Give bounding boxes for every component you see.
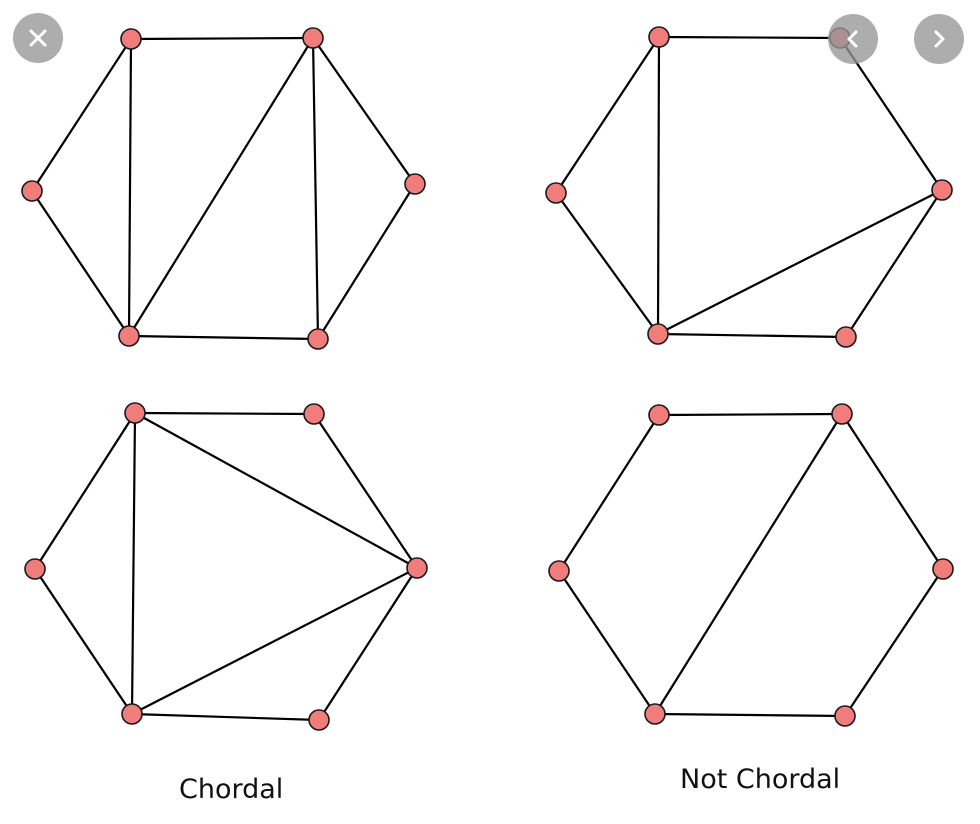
graph-node [548,560,570,582]
graph-edge [128,334,319,341]
graph-edge [34,568,133,715]
graph-node [302,27,324,49]
graph-edge [558,414,660,572]
graph-node [307,328,329,350]
graph-edge [654,413,843,715]
graph-edge [845,189,943,338]
graph-edge [555,36,660,194]
graph-edge [656,36,661,335]
graph-top-left [21,27,426,350]
graph-node [647,323,669,345]
graph-edge [657,332,847,339]
chordal-caption: Chordal [179,774,284,805]
graph-bottom-left [24,402,428,731]
graph-edge [658,35,841,40]
graph-edge [130,36,314,41]
graph-node [545,182,567,204]
graph-edge [658,412,843,417]
graph-node [303,403,325,425]
graph-edge [128,37,314,337]
graph-node [406,557,428,579]
graph-edge [844,568,944,717]
graph-node [21,180,43,202]
graph-edge [657,189,943,335]
close-icon [29,29,47,47]
graph-edge [317,183,416,340]
graph-edge [654,712,846,718]
graph-node [121,703,143,725]
chevron-left-icon [847,30,858,48]
graph-bottom-right [548,403,954,727]
graph-node [644,703,666,725]
graph-edge [311,37,320,340]
graph-top-right [545,26,953,348]
chevron-right-icon [934,30,945,48]
graph-edge [131,567,418,715]
graph-edge [31,38,132,192]
graph-edge [31,190,130,337]
next-button[interactable] [914,14,964,64]
graph-edge [131,712,320,722]
graph-node [835,326,857,348]
graph-edge [34,412,136,570]
graph-edge [134,412,418,569]
graph-edge [312,37,416,185]
graph-edge [841,413,944,570]
graph-edge [134,411,315,416]
graph-edge [313,413,418,569]
graph-edge [130,412,137,715]
graph-node [834,705,856,727]
not-chordal-caption: Not Chordal [680,764,841,795]
close-button[interactable] [13,13,63,63]
previous-button[interactable] [828,14,878,64]
graph-node [932,558,954,580]
graph-edge [127,38,133,337]
graph-node [648,26,670,48]
graph-node [831,403,853,425]
graph-node [931,179,953,201]
graph-node [308,709,330,731]
graph-edge [558,570,656,715]
graph-node [118,325,140,347]
graph-edge [318,567,418,721]
graph-edge [555,192,659,335]
graph-node [648,404,670,426]
graph-node [124,402,146,424]
graph-node [24,558,46,580]
graph-node [120,28,142,50]
graph-node [404,173,426,195]
